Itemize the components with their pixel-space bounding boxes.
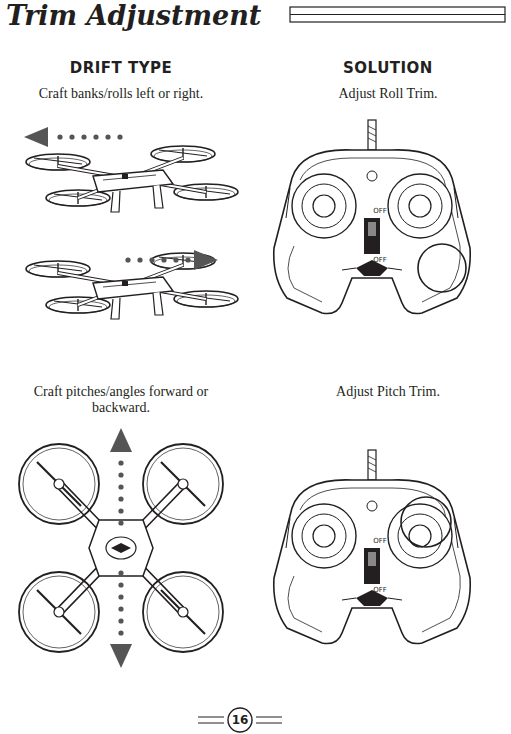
page-number: 16 — [229, 712, 251, 728]
drift-description: Craft pitches/angles forward or backward… — [26, 384, 216, 416]
solution-text: Adjust Pitch Trim. — [288, 384, 488, 400]
column-heading: DRIFT TYPE — [21, 59, 221, 77]
switch-label: OFF — [368, 586, 392, 595]
solution-text: Adjust Roll Trim. — [288, 86, 488, 102]
switch-label: OFF — [368, 256, 392, 265]
switch-label: OFF — [368, 537, 392, 546]
column-heading: SOLUTION — [288, 59, 488, 77]
page-title: Trim Adjustment — [6, 0, 261, 31]
switch-label: OFF — [368, 207, 392, 216]
drift-description: Craft banks/rolls left or right. — [36, 86, 206, 102]
